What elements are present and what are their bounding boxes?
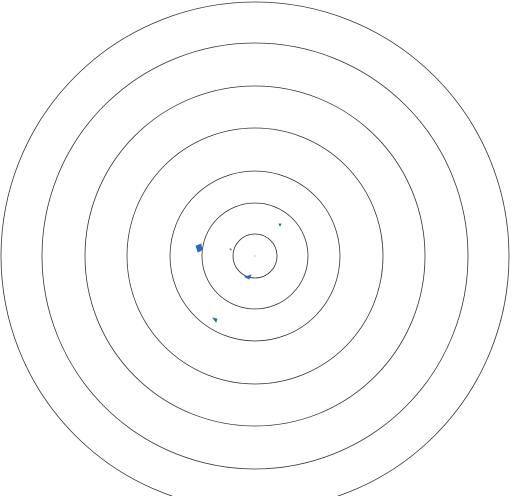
target-ring-4 — [126, 127, 384, 385]
hit-marker-5 — [229, 248, 232, 251]
target-ring-3 — [169, 170, 341, 342]
hit-marker-3 — [212, 317, 218, 323]
target-ring-5 — [84, 85, 426, 427]
hit-marker-4 — [278, 223, 282, 227]
target-ring-6 — [41, 42, 469, 470]
hit-marker-2 — [243, 274, 252, 280]
center-dot — [254, 255, 256, 257]
target-ring-2 — [201, 202, 309, 310]
hit-markers — [195, 223, 282, 323]
hit-marker-1 — [195, 243, 203, 253]
target-ring-1 — [232, 233, 278, 279]
